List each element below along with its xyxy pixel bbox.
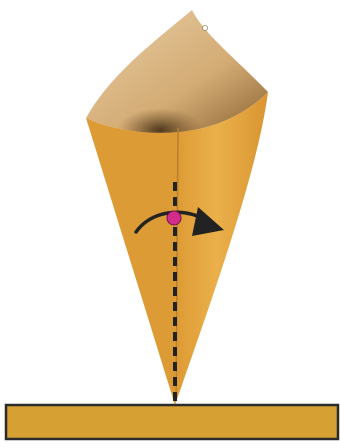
- pivot-dot-icon: [167, 211, 181, 225]
- base-bar: [6, 405, 338, 439]
- cone-front-panel: [175, 92, 268, 405]
- hole-icon: [202, 25, 207, 30]
- cone-left-side: [86, 118, 178, 405]
